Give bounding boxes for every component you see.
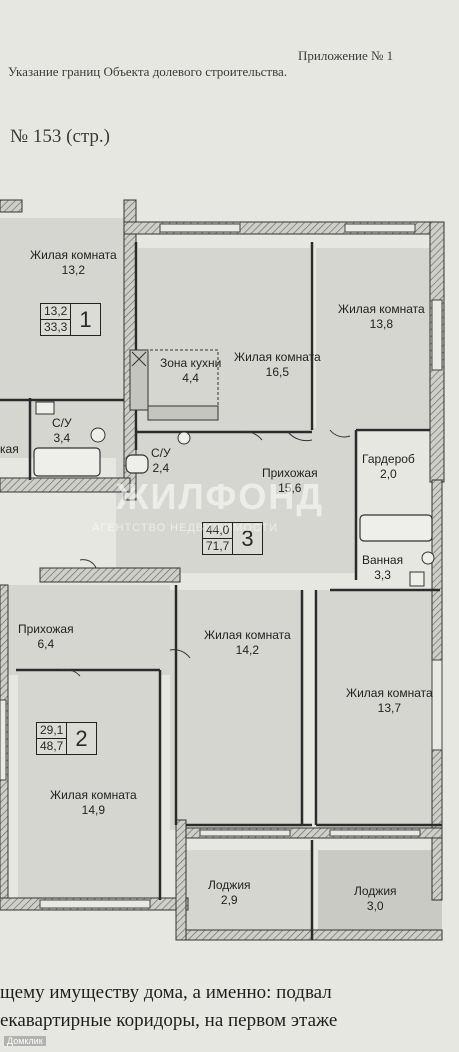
room-fills (0, 218, 442, 930)
floor-plan (0, 199, 445, 941)
watermark-tagline: АГЕНТСТВО НЕДВИЖИМОСТИ (92, 522, 279, 534)
watermark-brand: ЖИЛФОНД (116, 476, 325, 517)
sink-fixtures (35, 401, 435, 587)
document-subtitle: Указание границ Объекта долевого строите… (8, 64, 288, 79)
section-number: № 153 (стр.) (10, 126, 111, 147)
footer-line-1: щему имуществу дома, а именно: подвал (0, 982, 332, 1003)
appendix-label: Приложение № 1 (298, 48, 394, 63)
door-swings (59, 429, 351, 677)
domclick-mark: Домклик (4, 1036, 46, 1046)
bathtub-fixtures (33, 447, 433, 542)
interior-walls (0, 242, 442, 940)
footer-line-2: екавартирные коридоры, на первом этаже (0, 1010, 338, 1031)
room-label-a1-hall: кая (0, 442, 19, 456)
windows (0, 223, 443, 909)
kitchen-fixtures (129, 349, 219, 421)
